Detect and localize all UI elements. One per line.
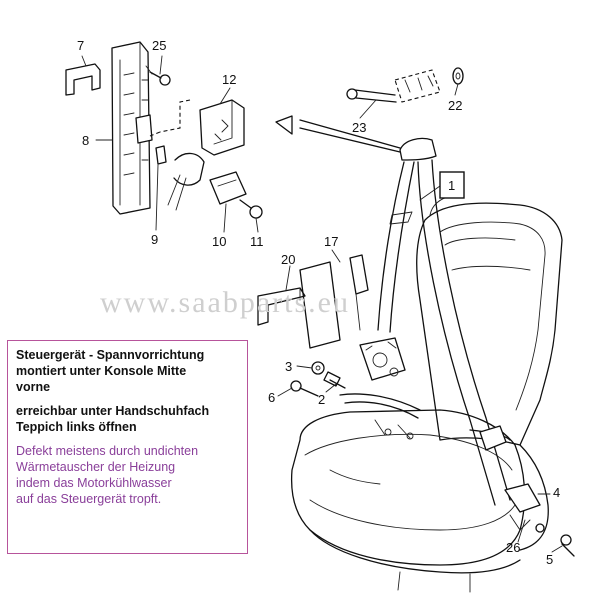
label-26: 26 bbox=[506, 540, 520, 555]
note-line-3: vorne bbox=[16, 380, 51, 394]
label-7: 7 bbox=[77, 38, 84, 53]
note-line-5: Teppich links öffnen bbox=[16, 420, 137, 434]
label-3: 3 bbox=[285, 359, 292, 374]
fasteners-lower bbox=[290, 361, 575, 557]
note-line-2: montiert unter Konsole Mitte bbox=[16, 364, 187, 378]
label-17: 17 bbox=[324, 234, 338, 249]
label-5: 5 bbox=[546, 552, 553, 567]
label-22: 22 bbox=[448, 98, 462, 113]
label-9: 9 bbox=[151, 232, 158, 247]
note-line-9: auf das Steuergerät tropft. bbox=[16, 492, 162, 506]
note-line-1: Steuergerät - Spannvorrichtung bbox=[16, 348, 205, 362]
height-adjuster-drawing bbox=[65, 41, 263, 219]
label-1-box bbox=[439, 171, 465, 199]
belt-drawing bbox=[257, 137, 541, 531]
note-line-4: erreichbar unter Handschuhfach bbox=[16, 404, 210, 418]
note-line-7: Wärmetauscher der Heizung bbox=[16, 460, 176, 474]
label-8: 8 bbox=[82, 133, 89, 148]
note-line-8: indem das Motorkühlwasser bbox=[16, 476, 172, 490]
note-box: Steuergerät - Spannvorrichtung montiert … bbox=[7, 340, 248, 554]
label-4: 4 bbox=[553, 485, 560, 500]
label-12: 12 bbox=[222, 72, 236, 87]
watermark: www.saabparts.eu bbox=[100, 286, 350, 319]
label-6: 6 bbox=[268, 390, 275, 405]
note-line-6: Defekt meistens durch undichten bbox=[16, 444, 199, 458]
label-23: 23 bbox=[352, 120, 366, 135]
label-2: 2 bbox=[318, 392, 325, 407]
label-1: 1 bbox=[448, 178, 455, 193]
label-25: 25 bbox=[152, 38, 166, 53]
anchor-bolt-drawing bbox=[275, 67, 464, 153]
label-11: 11 bbox=[250, 234, 264, 249]
label-10: 10 bbox=[212, 234, 226, 249]
leader-lines bbox=[81, 55, 563, 553]
label-20: 20 bbox=[281, 252, 295, 267]
